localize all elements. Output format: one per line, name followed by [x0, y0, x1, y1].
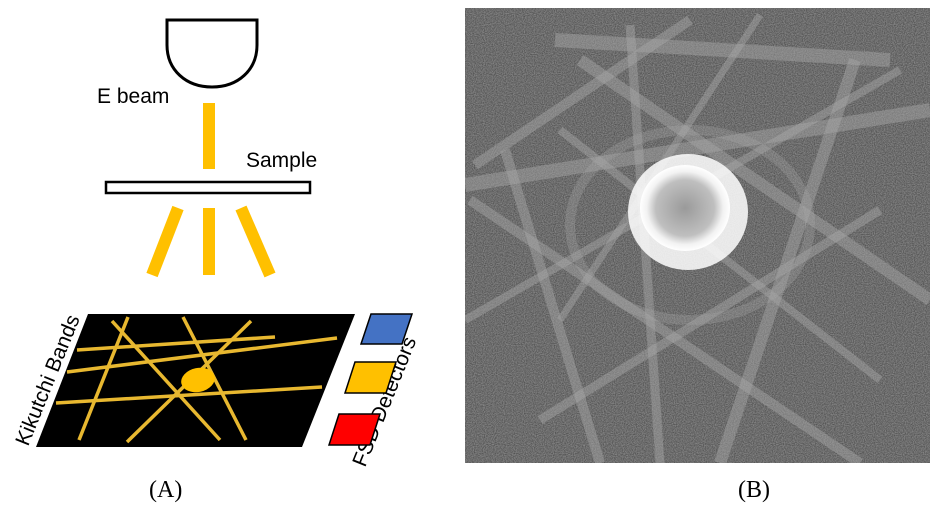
diffracted-beam-right: [235, 205, 276, 278]
detector-blue: [359, 313, 414, 345]
kikuchi-band: [110, 319, 222, 442]
pattern-center: [181, 367, 215, 393]
kikuchi-band: [76, 335, 276, 352]
ebeam-label: E beam: [97, 85, 169, 108]
pattern-band: [554, 33, 891, 67]
kikuchi-band: [77, 316, 130, 441]
diffracted-beams: [146, 205, 276, 278]
sample-slab: [104, 180, 312, 195]
pattern-band: [714, 58, 861, 463]
diffracted-beam-left: [146, 205, 184, 278]
pattern-band: [537, 206, 883, 424]
pattern-band: [500, 148, 605, 463]
detector-red: [327, 413, 382, 446]
phosphor-screen: [36, 314, 355, 447]
pattern-band: [576, 55, 930, 305]
incident-beam: [203, 103, 215, 169]
caption-b: (B): [738, 477, 770, 503]
panel-b: (B): [465, 8, 930, 503]
pattern-band: [472, 15, 693, 170]
kikuchi-band: [66, 336, 338, 374]
ebsd-pattern-image: [465, 8, 930, 463]
pattern-band: [467, 195, 863, 463]
panel-a: E beam Sample Kikutc: [11, 18, 421, 503]
pattern-center-core: [640, 165, 730, 251]
sample-label: Sample: [246, 149, 317, 172]
electron-gun-icon: [165, 18, 259, 89]
pattern-band: [465, 103, 930, 192]
pattern-ring: [565, 125, 815, 325]
fsd-detectors-label: FSD Detectors: [348, 334, 421, 470]
caption-a: (A): [149, 477, 182, 503]
kikuchi-band: [55, 385, 323, 405]
detector-yellow: [343, 361, 398, 394]
